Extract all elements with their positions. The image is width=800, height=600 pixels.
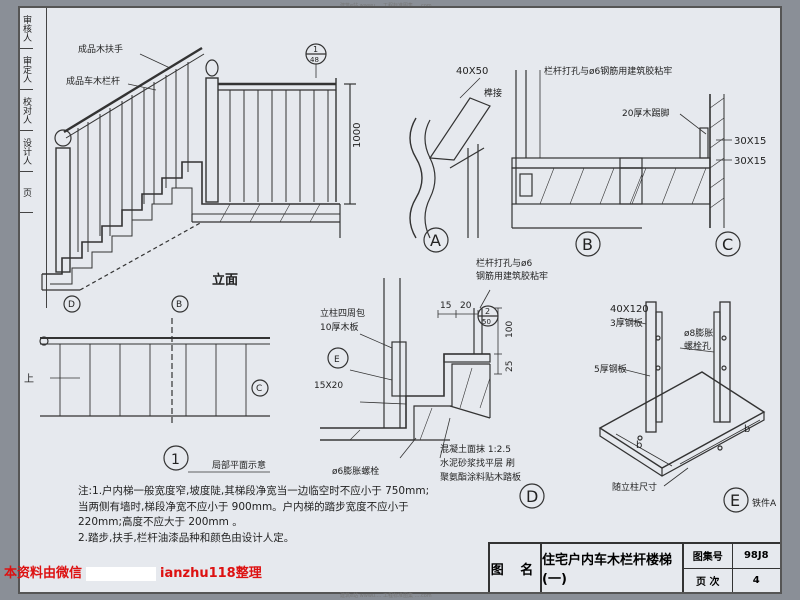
detail-a-note: 榫接 xyxy=(484,87,502,99)
note-line-2: 当两侧有墙时,梯段净宽不应小于 900mm。户内梯的踏步宽度不应小于 xyxy=(78,500,409,513)
drawing-sheet: 审核人 审定人 校对人 设计人 页 xyxy=(18,6,782,594)
plan-up-label: 上 xyxy=(24,373,34,385)
label-handrail: 成品木扶手 xyxy=(78,43,123,55)
callout-b-plan: B xyxy=(176,300,182,310)
title-meta: 图集号 98J8 页 次 4 xyxy=(684,544,780,592)
detail-d-rebar2: 钢筋用建筑胶粘牢 xyxy=(476,270,548,282)
signature-strip: 审核人 审定人 校对人 设计人 页 xyxy=(20,8,47,308)
detail-e-plate5: 5厚钢板 xyxy=(594,363,627,375)
footer-watermark-text: 建筑e站 wwwu.... 工程标准图集 ....com xyxy=(340,593,432,599)
detail-e-b-right: b xyxy=(744,424,750,435)
detail-a-dim: 40X50 xyxy=(456,66,488,77)
dim-1000: 1000 xyxy=(352,123,363,148)
detail-d-dim-15: 15 xyxy=(440,301,451,311)
detail-d-drawing xyxy=(320,278,545,509)
callout-ref-sheet: 48 xyxy=(310,56,319,64)
redaction-box xyxy=(86,566,157,581)
detail-c-label: C xyxy=(722,235,733,254)
detail-e-label: E xyxy=(730,491,740,510)
detail-e-part: 铁件A xyxy=(752,497,777,509)
side-cell-3: 校对人 xyxy=(20,90,33,131)
watermark-suffix: ianzhu118整理 xyxy=(160,566,262,581)
detail-d-dim-25: 25 xyxy=(505,361,515,372)
detail-d-dim-100: 100 xyxy=(505,321,515,338)
detail-c-dim1: 30X15 xyxy=(734,136,766,147)
detail-d-mortar: 水泥砂浆找平层 刷 xyxy=(440,457,515,469)
detail-d-label: D xyxy=(526,487,538,506)
detail-d-callout-sheet: 50 xyxy=(482,318,491,326)
detail-e-bolt-hole: ø8膨胀 xyxy=(684,327,713,339)
plan-number: 1 xyxy=(171,452,180,468)
detail-d-15x20: 15X20 xyxy=(314,381,343,391)
detail-d-rebar: 栏杆打孔与ø6 xyxy=(476,257,533,269)
detail-d-concrete: 混凝土面抹 1:2.5 xyxy=(440,443,511,455)
detail-c-drawing xyxy=(619,94,741,257)
callout-d-elev: D xyxy=(68,300,75,310)
detail-d-callout-num: 2 xyxy=(485,307,490,316)
detail-e-drawing xyxy=(598,301,766,513)
detail-d-dim-20: 20 xyxy=(460,301,472,311)
drawing-title: 住宅户内车木栏杆楼梯(一) xyxy=(542,544,684,592)
plan-caption: 局部平面示意 xyxy=(212,459,266,471)
detail-d-board: 10厚木板 xyxy=(320,321,358,333)
detail-b-drawing xyxy=(511,70,643,257)
side-cell-5: 页 xyxy=(20,172,33,213)
detail-a-label: A xyxy=(430,231,441,250)
note-line-1: 注:1.户内梯一般宽度窄,坡度陡,其梯段净宽当一边临空时不应小于 750mm; xyxy=(78,485,430,497)
page-label: 页 次 xyxy=(684,568,733,592)
source-watermark: 本资料由微信 ianzhu118整理 xyxy=(4,562,262,581)
note-line-4: 2.踏步,扶手,栏杆油漆品种和颜色由设计人定。 xyxy=(78,531,295,544)
general-notes: 注:1.户内梯一般宽度窄,坡度陡,其梯段净宽当一边临空时不应小于 750mm; … xyxy=(78,484,438,546)
page-value: 4 xyxy=(752,574,760,586)
detail-d-callout-e: E xyxy=(334,355,340,365)
title-label: 图 名 xyxy=(490,544,542,592)
elevation-drawing xyxy=(41,43,356,313)
elevation-caption: 立面 xyxy=(212,272,238,288)
detail-e-dim: 40X120 xyxy=(610,304,649,315)
side-cell-1: 审核人 xyxy=(20,8,33,49)
callout-ref-num: 1 xyxy=(313,45,318,54)
note-line-3: 220mm;高度不应大于 200mm 。 xyxy=(78,516,243,528)
detail-d-glue: 聚氨酯涂料贴木踏板 xyxy=(440,471,521,483)
detail-a-drawing xyxy=(409,77,491,253)
side-cell-2: 审定人 xyxy=(20,49,33,90)
detail-e-b-left: b xyxy=(636,440,642,451)
detail-e-size: 随立柱尺寸 xyxy=(612,481,657,493)
detail-c-wood: 20厚木踢脚 xyxy=(622,107,669,119)
detail-b-label: B xyxy=(582,235,593,254)
page-row: 页 次 4 xyxy=(684,568,780,592)
side-cell-4: 设计人 xyxy=(20,131,33,172)
title-block: 图 名 住宅户内车木栏杆楼梯(一) 图集号 98J8 页 次 4 xyxy=(488,542,780,592)
detail-e-bolt-hole2: 螺栓孔 xyxy=(684,340,711,352)
detail-d-post: 立柱四周包 xyxy=(320,307,365,319)
watermark-prefix: 本资料由微信 xyxy=(4,566,83,581)
detail-b-note: 栏杆打孔与ø6钢筋用建筑胶粘牢 xyxy=(544,65,672,77)
drawing-canvas: 成品木扶手 成品车木栏杆 立面 1000 1 48 D 上 B C 1 局部平面… xyxy=(24,43,777,513)
callout-c-plan: C xyxy=(256,384,262,394)
plan-drawing xyxy=(39,295,270,473)
detail-d-bolt: ø6膨胀螺栓 xyxy=(332,465,379,477)
atlas-row: 图集号 98J8 xyxy=(684,544,780,569)
label-baluster: 成品车木栏杆 xyxy=(66,75,120,87)
detail-c-dim2: 30X15 xyxy=(734,156,766,167)
atlas-value: 98J8 xyxy=(743,550,769,562)
atlas-label: 图集号 xyxy=(684,544,733,568)
detail-e-plate3: 3厚钢板 xyxy=(610,317,643,329)
